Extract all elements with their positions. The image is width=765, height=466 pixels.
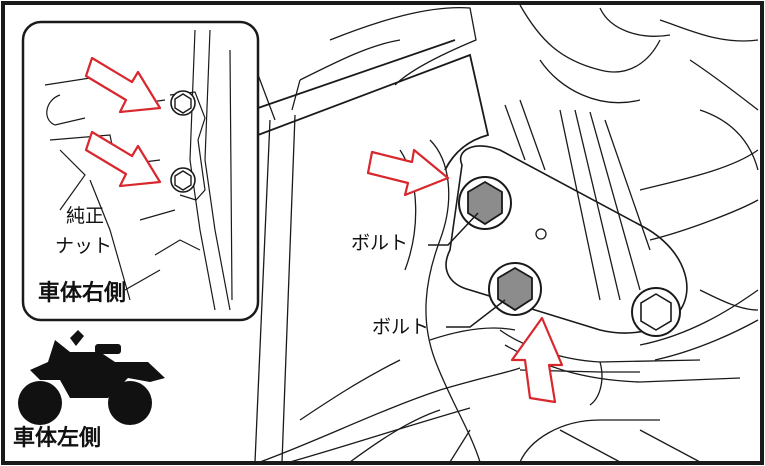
engine-line-drawing — [244, 4, 759, 463]
bolt-upper — [458, 176, 512, 230]
inset-nut-lower — [170, 167, 196, 193]
motorcycle-silhouette-icon — [18, 330, 165, 425]
red-arrow-inset-upper — [84, 56, 162, 114]
bolt-upper-label: ボルト — [351, 232, 409, 254]
bolt-lower-label: ボルト — [372, 316, 430, 338]
bolt-rear — [631, 287, 681, 337]
genuine-nut-label-line1: 純正 — [66, 205, 105, 227]
red-arrow-main-lower — [510, 316, 564, 404]
inset-nut-upper — [170, 90, 196, 116]
body-left-side-label: 車体左側 — [13, 426, 102, 451]
genuine-nut-label-line2: ナット — [55, 235, 113, 257]
red-arrow-main-upper — [366, 148, 450, 197]
red-arrow-inset-lower — [84, 130, 162, 188]
inset-panel — [21, 20, 260, 322]
callout-connector — [257, 39, 490, 171]
body-right-side-label: 車体右側 — [38, 281, 127, 306]
